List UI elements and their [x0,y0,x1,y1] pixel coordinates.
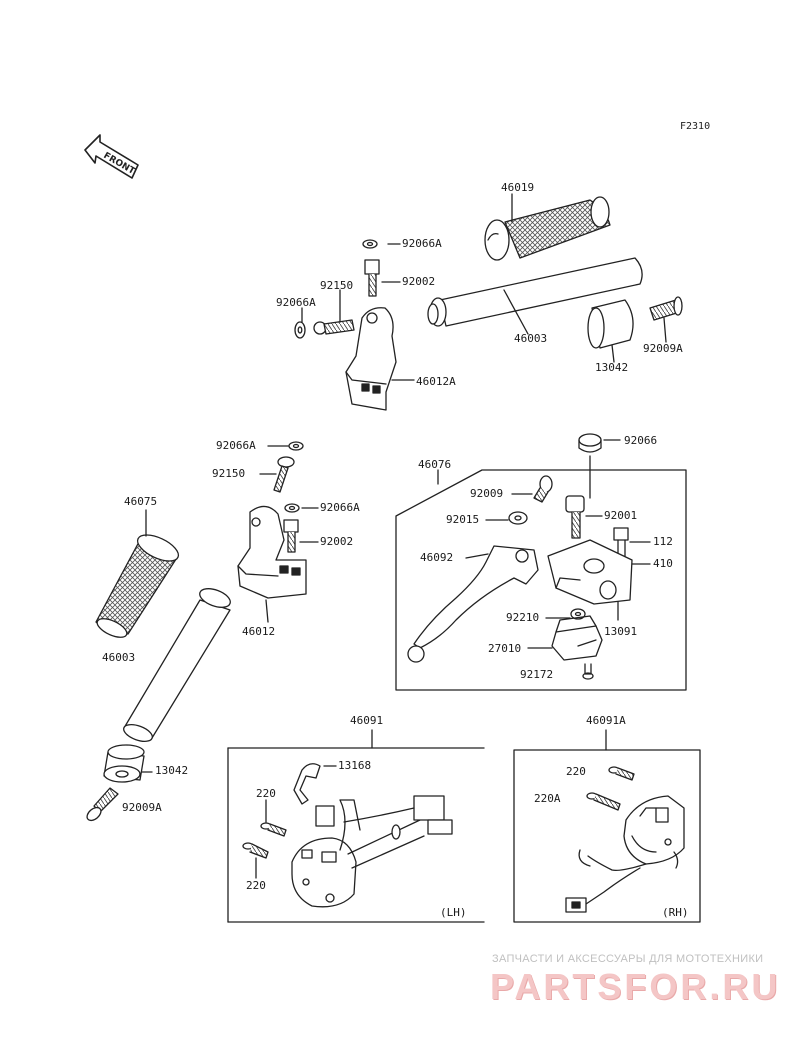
switch-27010 [551,615,603,661]
bolt-92150-mid [273,456,295,493]
part-label-220: 220 [566,765,586,778]
washer-92066a-mid-1 [288,441,304,451]
sheet-code: F2310 [680,121,711,132]
part-label-13168: 13168 [338,759,372,772]
bracket-46012 [237,505,307,599]
front-arrow-icon: FRONT [84,134,139,179]
washer-92066a-upper-1 [362,239,378,249]
screw-92009 [533,475,553,503]
part-label-92009a: 92009A [122,801,162,814]
part-label-46012: 46012 [242,625,276,638]
part-label-92066a: 92066A [320,501,360,514]
part-label-13042: 13042 [595,361,629,374]
watermark-logo: PARTSFOR.RU [490,966,781,1007]
part-label-220: 220 [246,879,266,892]
screw-220-lh-1 [260,822,287,837]
part-label-92009a: 92009A [643,342,683,355]
part-label-46003: 46003 [102,651,136,664]
side-label-rh: (RH) [662,906,689,919]
bracket-46012a [345,307,397,411]
screw-220a-rh [586,792,621,811]
lever-assembly-frame [395,469,687,691]
throttle-grip-46019 [484,196,611,261]
part-label-92210: 92210 [506,611,540,624]
part-label-220a: 220A [534,792,561,805]
lh-switch-housing [291,795,453,908]
part-label-220: 220 [256,787,276,800]
watermark-caption: ЗАПЧАСТИ И АКСЕССУАРЫ ДЛЯ МОТОТЕХНИКИ [492,953,764,965]
screw-220-rh [608,766,635,781]
part-label-92009: 92009 [470,487,504,500]
part-label-46091: 46091 [350,714,384,727]
part-label-46075: 46075 [124,495,158,508]
handlebar-46003-upper [427,257,643,327]
rh-switch-frame [513,749,701,923]
part-label-92066: 92066 [624,434,658,447]
left-grip-46075 [95,534,180,638]
bolt-92001 [565,495,585,539]
nut-92015 [508,511,528,525]
part-label-92150: 92150 [320,279,354,292]
side-label-lh: (LH) [440,906,467,919]
part-label-13042: 13042 [155,764,189,777]
washer-92066a-upper-2 [294,321,306,339]
part-label-92002: 92002 [402,275,436,288]
bolt-92009a-lower [86,787,119,822]
rh-switch-housing [565,795,685,913]
part-label-92172: 92172 [520,668,554,681]
lever-holder-13091 [547,539,633,605]
end-weight-13042-lower [103,744,145,783]
part-label-46091a: 46091A [586,714,626,727]
part-label-46076: 46076 [418,458,452,471]
screw-92172 [582,663,594,680]
part-label-92001: 92001 [604,509,638,522]
part-label-92066a: 92066A [402,237,442,250]
part-label-112: 112 [653,535,673,548]
part-label-92066a: 92066A [216,439,256,452]
bolt-92150-upper [313,319,355,335]
part-label-92066a: 92066A [276,296,316,309]
part-label-13091: 13091 [604,625,638,638]
part-label-46019: 46019 [501,181,535,194]
bolt-92002-upper [364,259,380,297]
part-label-46092: 46092 [420,551,454,564]
bolt-92002-mid [283,519,299,553]
part-label-92150: 92150 [212,467,246,480]
washer-92066a-mid-2 [284,503,300,513]
part-label-27010: 27010 [488,642,522,655]
cap-92066 [578,433,602,453]
part-label-46003: 46003 [514,332,548,345]
bolt-92009a-upper [649,296,683,321]
handlebar-46003-lower [123,588,231,742]
part-label-410: 410 [653,557,673,570]
part-label-92002: 92002 [320,535,354,548]
end-weight-13042-upper [587,299,634,349]
part-label-46012a: 46012A [416,375,456,388]
part-label-92015: 92015 [446,513,480,526]
clip-13168 [293,763,321,805]
screw-220-lh-2 [242,842,269,859]
clutch-lever-46092 [407,545,539,663]
